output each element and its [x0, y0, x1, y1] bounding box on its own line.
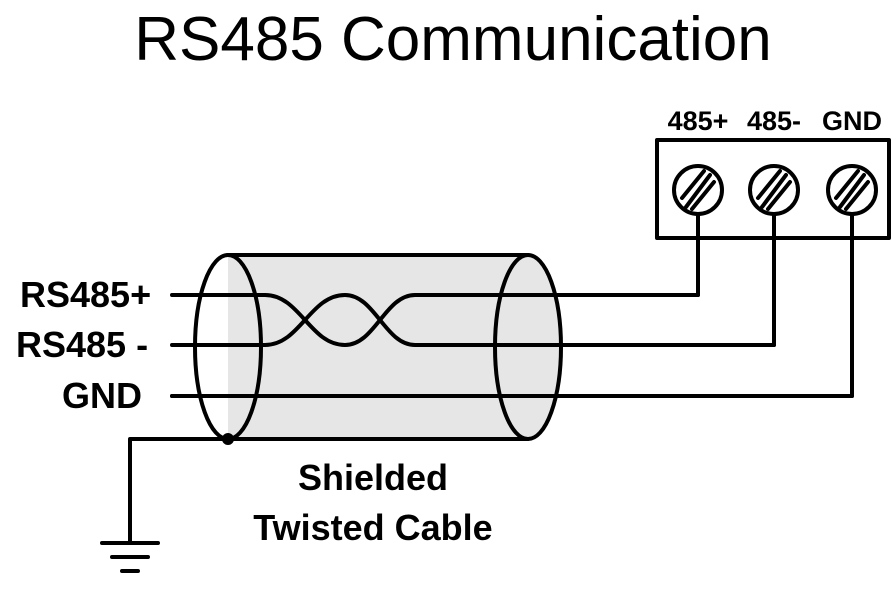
wire-label-rs485-minus: RS485 -	[16, 324, 148, 365]
terminal-label-485-plus: 485+	[668, 106, 729, 136]
cable-caption-line-2: Twisted Cable	[253, 507, 492, 548]
earth-ground-icon	[100, 541, 160, 573]
cable-caption-line-1: Shielded	[298, 457, 448, 498]
wire-label-gnd: GND	[62, 375, 142, 416]
diagram-title: RS485 Communication	[134, 5, 772, 74]
terminal-screw-485-plus	[672, 164, 724, 216]
wire-label-rs485-plus: RS485+	[20, 274, 151, 315]
shield-drain-wire	[128, 437, 230, 545]
terminal-label-gnd: GND	[822, 106, 882, 136]
terminal-screw-gnd	[826, 164, 878, 216]
wire-rs485-plus-twist	[170, 212, 700, 347]
twisted-pair	[170, 212, 776, 347]
terminal-label-485-minus: 485-	[747, 106, 801, 136]
cable-shield-body	[228, 255, 561, 439]
wire-rs485-minus-twist	[170, 212, 776, 347]
terminal-screw-485-minus	[748, 164, 800, 216]
